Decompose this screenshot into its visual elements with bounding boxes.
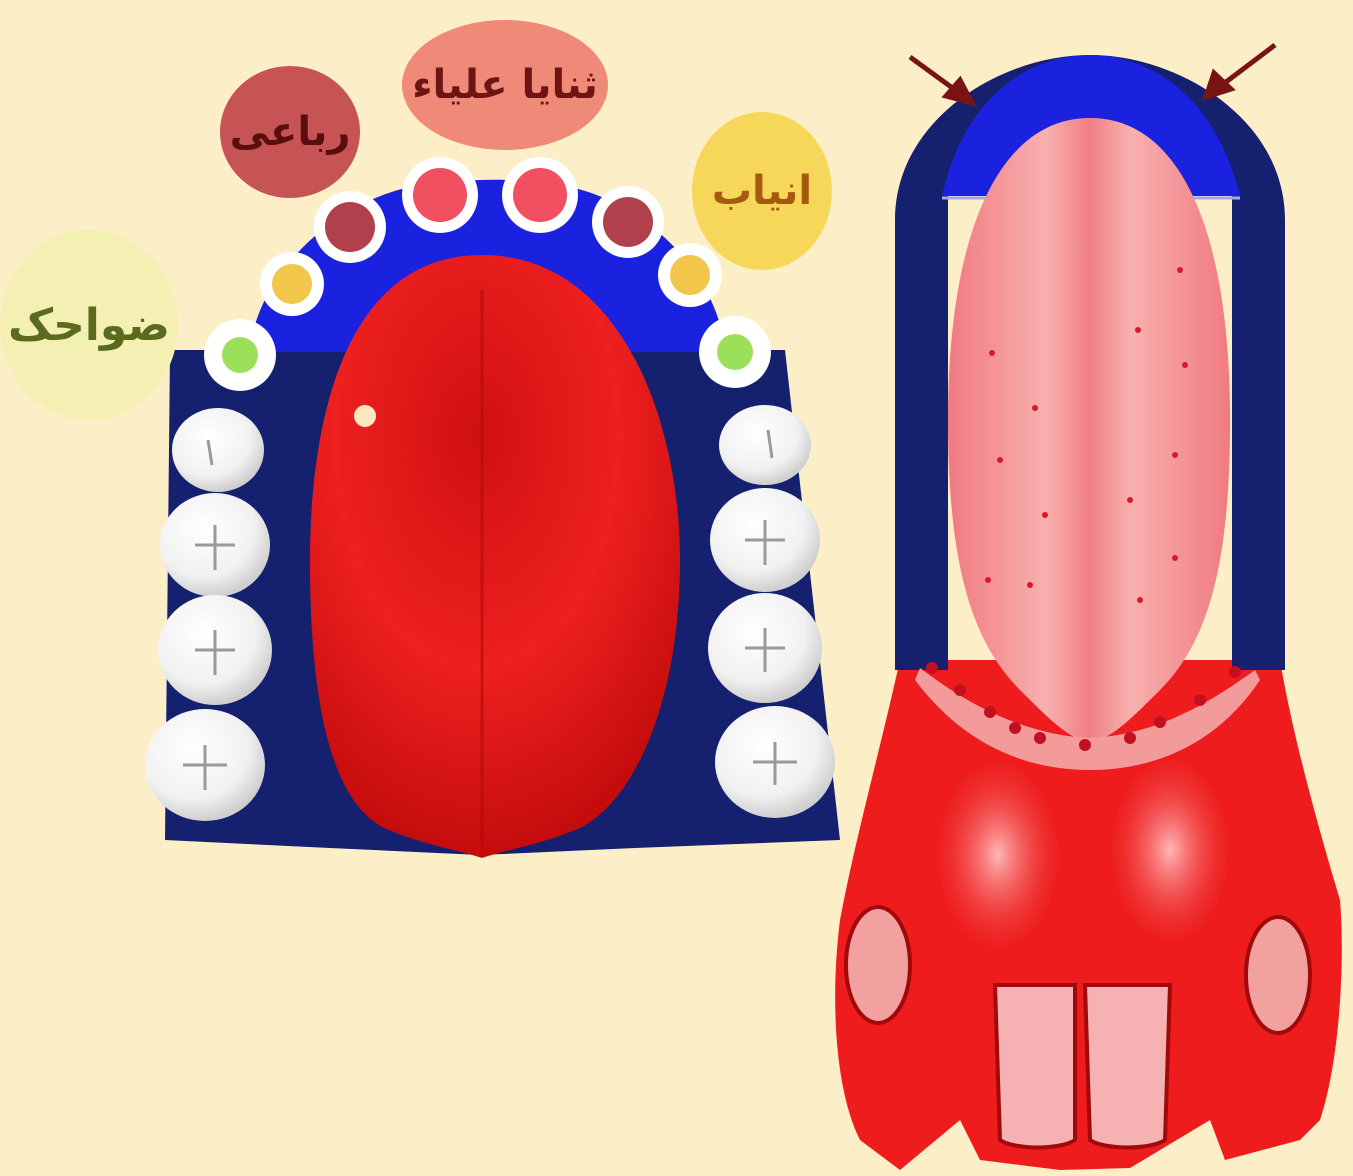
arrow-left bbox=[910, 57, 972, 103]
papilla bbox=[926, 662, 938, 674]
label-lateral-incisors-text: رباعی bbox=[230, 109, 351, 155]
label-canines: انیاب bbox=[692, 112, 832, 270]
papilla bbox=[1229, 666, 1241, 678]
papilla bbox=[1154, 716, 1166, 728]
taste-dot bbox=[985, 577, 991, 583]
label-premolars-text: ضواحک bbox=[8, 300, 170, 351]
papilla bbox=[984, 706, 996, 718]
label-central-incisors: ثنایا علیاء bbox=[402, 20, 608, 150]
side-opening-left bbox=[846, 907, 910, 1023]
taste-dot bbox=[1172, 555, 1178, 561]
taste-dot bbox=[1137, 597, 1143, 603]
molar-right-1 bbox=[719, 405, 811, 485]
tooth-premolar-left-core bbox=[222, 337, 258, 373]
papilla bbox=[954, 684, 966, 696]
arrow-right bbox=[1206, 45, 1275, 97]
tongue-diagram bbox=[835, 45, 1342, 1170]
papilla bbox=[1009, 722, 1021, 734]
tooth-lateral-incisor-left-core bbox=[325, 202, 375, 252]
tooth-premolar-right-core bbox=[717, 334, 753, 370]
papilla bbox=[1034, 732, 1046, 744]
papilla bbox=[1194, 694, 1206, 706]
papilla bbox=[1079, 739, 1091, 751]
tonsil-patch-left bbox=[938, 763, 1058, 947]
side-opening-right bbox=[1246, 917, 1310, 1033]
palate-dot bbox=[354, 405, 376, 427]
label-lateral-incisors: رباعی bbox=[220, 66, 360, 198]
taste-dot bbox=[997, 457, 1003, 463]
arrow-right-head bbox=[1206, 73, 1231, 97]
taste-dot bbox=[1177, 267, 1183, 273]
label-canines-text: انیاب bbox=[712, 168, 812, 214]
tooth-canine-left-core bbox=[272, 264, 312, 304]
taste-dot bbox=[1135, 327, 1141, 333]
papilla bbox=[1124, 732, 1136, 744]
tooth-central-incisor-left-core bbox=[413, 168, 467, 222]
molars-left bbox=[145, 408, 272, 821]
molar-left-1 bbox=[172, 408, 264, 492]
taste-dot bbox=[989, 350, 995, 356]
tonsil-patch-right bbox=[1112, 760, 1228, 940]
taste-dot bbox=[1027, 582, 1033, 588]
palate-shape bbox=[310, 255, 680, 858]
taste-dot bbox=[1172, 452, 1178, 458]
arrow-right-shaft bbox=[1222, 45, 1275, 85]
molars-right bbox=[708, 405, 835, 818]
taste-dot bbox=[1127, 497, 1133, 503]
taste-dot bbox=[1032, 405, 1038, 411]
label-central-incisors-text: ثنایا علیاء bbox=[412, 62, 598, 108]
tooth-canine-right-core bbox=[670, 255, 710, 295]
tooth-lateral-incisor-right-core bbox=[603, 197, 653, 247]
tongue-shape bbox=[948, 118, 1230, 742]
taste-dot bbox=[1182, 362, 1188, 368]
taste-dot bbox=[1042, 512, 1048, 518]
tooth-central-incisor-right-core bbox=[513, 168, 567, 222]
label-premolars: ضواحک bbox=[0, 230, 178, 420]
